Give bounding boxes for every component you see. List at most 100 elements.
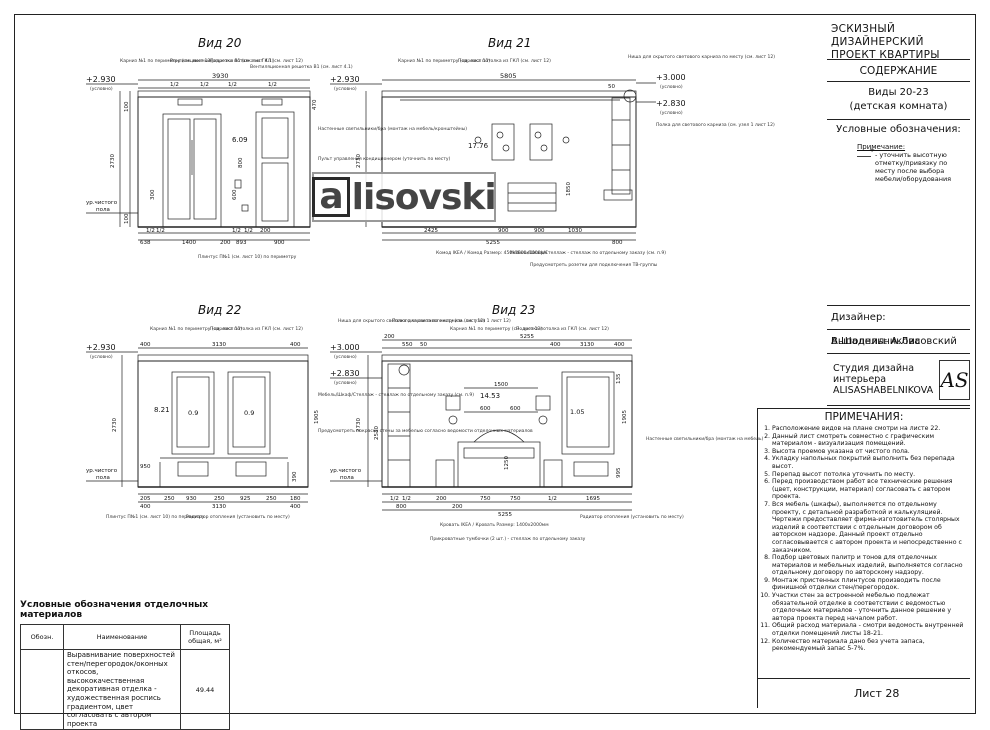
v22-note-side-1: Мебель/Шкаф/Стеллаж - стеллаж по отдельн… (318, 392, 474, 398)
v20-side-3: 100 (124, 213, 130, 224)
v20-top-dim-3: 1/2 (228, 82, 237, 88)
note-item: Подбор цветовых палитр и тонов для отдел… (772, 554, 966, 577)
v21-height: 2730 (356, 154, 362, 168)
v23-dim-600a: 600 (480, 406, 491, 412)
title-block: ЭСКИЗНЫЙ ДИЗАЙНЕРСКИЙ ПРОЕКТ КВАРТИРЫ СО… (827, 20, 970, 406)
v23-bot-4: 750 (480, 496, 491, 502)
v23-note-bot-1: Кровать IKEA / Кровать Размер: 1400x2000… (440, 522, 549, 528)
v21-bot-3: 900 (534, 228, 545, 234)
studio-logo: AS (939, 359, 970, 400)
v20-bot-3: 200 (220, 240, 231, 246)
v20-bot-5: 200 (260, 228, 271, 234)
v23-dim-600b: 600 (510, 406, 521, 412)
notes-block: ПРИМЕЧАНИЯ: Расположение видов на плане … (757, 408, 970, 678)
legend-item: - уточнить высотную отметку/привязку по … (857, 146, 964, 183)
v20-top-dim-1: 1/2 (170, 82, 179, 88)
note-item: Перед производством работ все технически… (772, 478, 966, 501)
v22-inner-1: 0.9 (188, 409, 198, 417)
v20-floor2: пола (96, 207, 110, 213)
v22-bot-3: 930 (186, 496, 197, 502)
v23-h1250: 1250 (504, 456, 510, 470)
v22-floor2: пола (96, 475, 110, 481)
note-item: Расположение видов на плане смотри на ли… (772, 425, 966, 433)
v23-bot-7: 1695 (586, 496, 600, 502)
view-20: Вид 20 Карниз №1 по периметру (см. лист … (86, 36, 353, 260)
v21-bot-2: 900 (498, 228, 509, 234)
v22-bot-1: 205 (140, 496, 151, 502)
v23-bot-sub-1: 200 (436, 496, 447, 502)
v20-right-3: 600 (232, 189, 238, 200)
v21-level-right: +3.000 (656, 73, 686, 82)
v20-right-2: 800 (238, 157, 244, 168)
v21-note-mid-1: Настенные светильники/бра (монтаж на меб… (318, 125, 467, 132)
header-code: Обозн. (20, 624, 64, 650)
v20-note-1: Карниз №1 по периметру (см. лист 13) (120, 58, 212, 64)
finish-description: Выравнивание поверхностей стен/перегород… (63, 648, 181, 730)
v21-top-total: 5805 (500, 72, 517, 80)
v21-note-3: Ниша для скрытого светового карниза по м… (628, 54, 775, 60)
v22-top-3: 400 (290, 342, 301, 348)
v21-level-right2-sub: (условно) (660, 110, 683, 116)
v21-note-2: Подрезка потолка из ГКЛ (см. лист 12) (458, 58, 551, 64)
v20-note-2: Вентиляционные решетки В1 (см. лист 4.1) (170, 58, 274, 64)
note-item: Укладку напольных покрытий выполнить без… (772, 455, 966, 470)
level-mark-icon (857, 146, 875, 157)
view-21-title: Вид 21 (488, 36, 531, 50)
finish-table-title: Условные обозначения отделочных материал… (20, 600, 209, 620)
v23-note-4: Подрезка потолка из ГКЛ (см. лист 12) (516, 326, 609, 332)
v22-bot-6: 250 (266, 496, 277, 502)
designer-row: Дизайнер: А.Шадельникова (827, 306, 970, 347)
v23-top-5: 400 (614, 342, 625, 348)
watermark-letter: a (312, 177, 350, 217)
view-23-title: Вид 23 (492, 303, 535, 317)
note-item: Данный лист смотреть совместно с графиче… (772, 433, 966, 448)
v23-bot-sub-2: 200 (452, 504, 463, 510)
section-title: СОДЕРЖАНИЕ (827, 60, 970, 82)
v22-bot2-2: 3130 (212, 504, 226, 510)
v23-level2: +2.830 (330, 369, 360, 378)
v20-note-bottom: Плинтус П№1 (см. лист 10) по периметру (198, 254, 297, 260)
finish-swatch (20, 648, 64, 730)
v22-note-2: Подрезка потолка из ГКЛ (см. лист 12) (210, 326, 303, 332)
v22-h950: 950 (140, 464, 151, 470)
note-item: Монтаж пристенных плинтусов производить … (772, 577, 966, 592)
v22-bot-7: 180 (290, 496, 301, 502)
v22-note-side-2: Предусмотреть покраску стены за мебелью … (318, 428, 533, 434)
v20-small-3: 1/2 (232, 228, 241, 234)
watermark-text: lisovski (351, 176, 497, 218)
v20-right-1: 470 (312, 99, 318, 110)
v22-h390: 390 (292, 471, 298, 482)
v20-side-2: 300 (150, 189, 156, 200)
v21-h1850: 1850 (566, 182, 572, 196)
v20-area: 6.09 (232, 136, 248, 144)
views-caption: Виды 20-23 (детская комната) (827, 82, 970, 120)
v22-level: +2.930 (86, 343, 116, 352)
v22-height: 2730 (112, 418, 118, 432)
v20-top-dim-2: 1/2 (200, 82, 209, 88)
v23-dim-1500: 1500 (494, 382, 508, 388)
v22-note-bot-2: Радиатор отопления (установить по месту) (186, 514, 290, 520)
v20-bot-2: 1400 (182, 240, 196, 246)
v21-note-bot-2: Комод IKEA / Комод Размер: 450x1600x1000… (436, 250, 547, 256)
v22-note-1: Карниз №1 по периметру (см. лист 13) (150, 326, 242, 332)
header-area: Площадь общая, м² (180, 624, 230, 650)
v23-height: 2730 (356, 418, 362, 432)
v21-level-right2: +2.830 (656, 99, 686, 108)
view-21: Вид 21 Карниз №1 по периметру (см. лист … (318, 36, 775, 268)
v21-note-bot-3: Предусмотреть розетки для подключения ТВ… (530, 262, 658, 268)
v20-floor: ур.чистого (86, 200, 118, 206)
view-23: Вид 23 Ниша для скрытого светового карни… (330, 303, 764, 542)
note-item: Количество материала дано без учета запа… (772, 638, 966, 653)
v23-top-3: 400 (550, 342, 561, 348)
v23-top-part: 50 (420, 342, 427, 348)
v21-bot-1: 2425 (424, 228, 438, 234)
v23-bot-1: 800 (396, 504, 407, 510)
v20-bot-4: 893 (236, 240, 247, 246)
v22-bot-5: 925 (240, 496, 251, 502)
v22-top-2: 3130 (212, 342, 226, 348)
views-line-2: (детская комната) (849, 101, 948, 112)
note-item: Участки стен за встроенной мебелью подле… (772, 592, 966, 622)
v23-inner-area: 1.05 (570, 408, 584, 416)
